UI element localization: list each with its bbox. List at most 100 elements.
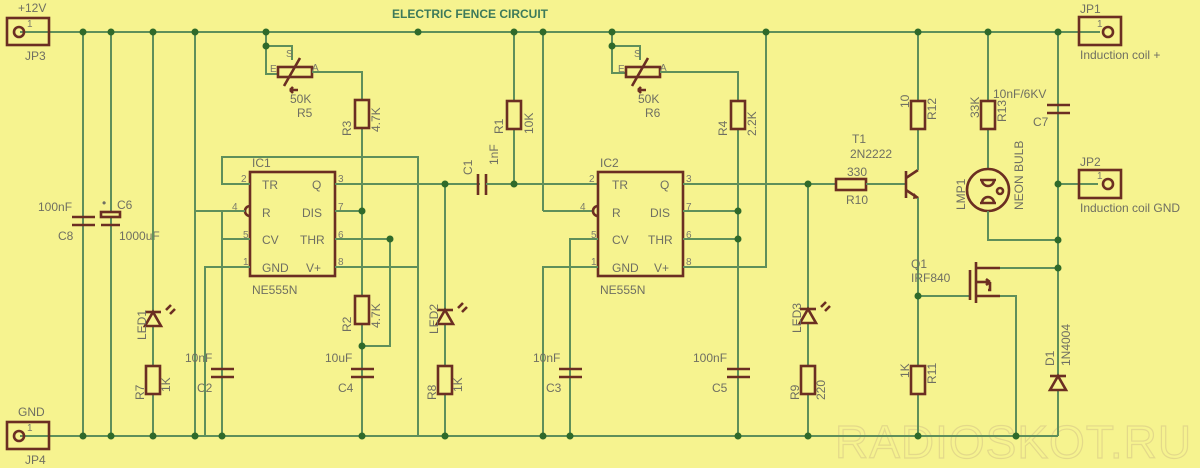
jp2-ref: JP2 bbox=[1080, 155, 1101, 169]
svg-text:10: 10 bbox=[898, 94, 912, 108]
svg-text:10K: 10K bbox=[522, 113, 536, 134]
resistor-r7: R7 1K bbox=[133, 364, 173, 400]
svg-text:1: 1 bbox=[591, 257, 597, 268]
svg-text:100nF: 100nF bbox=[693, 351, 727, 365]
svg-text:1nF: 1nF bbox=[487, 144, 501, 165]
capacitor-c1: C1 1nF bbox=[461, 144, 501, 195]
svg-text:1: 1 bbox=[27, 423, 33, 434]
transistor-t1: T1 2N2222 bbox=[850, 132, 919, 200]
svg-text:4: 4 bbox=[232, 202, 238, 213]
svg-text:•: • bbox=[102, 196, 106, 210]
capacitor-c6: • C6 1000uF bbox=[99, 196, 160, 243]
led-led3: LED3 bbox=[790, 301, 831, 333]
svg-text:50K: 50K bbox=[290, 92, 311, 106]
svg-text:R7: R7 bbox=[133, 384, 147, 400]
resistor-r8: R8 1K bbox=[425, 364, 465, 400]
svg-text:C1: C1 bbox=[461, 159, 475, 175]
jp1-ref: JP1 bbox=[1080, 2, 1101, 16]
led-led1: LED1 bbox=[135, 304, 176, 340]
capacitor-c4: 10uF C4 bbox=[325, 351, 374, 395]
connector-jp2[interactable]: 1 JP2 Induction coil GND bbox=[1077, 155, 1180, 215]
svg-text:2.2K: 2.2K bbox=[745, 111, 759, 136]
svg-text:8: 8 bbox=[686, 257, 692, 268]
resistor-r1: R1 10K bbox=[492, 99, 536, 134]
svg-text:1: 1 bbox=[1097, 171, 1103, 182]
svg-text:C3: C3 bbox=[546, 381, 562, 395]
svg-text:R: R bbox=[612, 206, 621, 220]
svg-text:220: 220 bbox=[814, 380, 828, 400]
svg-text:R3: R3 bbox=[340, 120, 354, 136]
svg-text:Q: Q bbox=[660, 178, 669, 192]
svg-text:A: A bbox=[660, 63, 667, 74]
jp1-label: Induction coil + bbox=[1080, 48, 1160, 62]
svg-text:1N4004: 1N4004 bbox=[1059, 324, 1073, 366]
neon-bulb-lmp1: LMP1 NEON BULB bbox=[954, 141, 1026, 213]
svg-text:R13: R13 bbox=[995, 100, 1009, 122]
svg-text:NEON BULB: NEON BULB bbox=[1012, 141, 1026, 210]
svg-text:10nF: 10nF bbox=[533, 351, 560, 365]
resistor-r2: R2 4.7K bbox=[340, 294, 383, 332]
connector-jp4[interactable]: GND 1 JP4 bbox=[5, 405, 51, 467]
svg-text:1: 1 bbox=[1097, 19, 1103, 30]
diagram-title: ELECTRIC FENCE CIRCUIT bbox=[392, 7, 549, 21]
svg-text:LED1: LED1 bbox=[135, 310, 149, 340]
svg-text:1K: 1K bbox=[898, 363, 912, 378]
svg-text:DIS: DIS bbox=[650, 206, 670, 220]
svg-text:1: 1 bbox=[27, 19, 33, 30]
svg-text:TR: TR bbox=[262, 178, 278, 192]
resistor-r4: R4 2.2K bbox=[716, 99, 759, 136]
svg-text:R4: R4 bbox=[716, 120, 730, 136]
svg-text:E: E bbox=[270, 64, 277, 75]
jp4-ref: JP4 bbox=[25, 453, 46, 467]
svg-text:2: 2 bbox=[241, 174, 247, 185]
svg-text:33K: 33K bbox=[968, 97, 982, 118]
svg-text:5: 5 bbox=[591, 230, 597, 241]
svg-text:10uF: 10uF bbox=[325, 351, 352, 365]
resistor-r13: 33K R13 bbox=[968, 97, 1009, 131]
jp3-label: +12V bbox=[18, 1, 46, 15]
svg-text:GND: GND bbox=[262, 261, 289, 275]
svg-text:R1: R1 bbox=[492, 118, 506, 134]
resistor-r12: 10 R12 bbox=[898, 94, 939, 131]
svg-text:7: 7 bbox=[338, 202, 344, 213]
resistor-r10: 330 R10 bbox=[834, 165, 868, 207]
capacitor-c8: 100nF C8 bbox=[38, 200, 95, 243]
svg-text:C5: C5 bbox=[712, 381, 728, 395]
jp4-label: GND bbox=[18, 405, 45, 419]
svg-text:THR: THR bbox=[300, 233, 325, 247]
svg-text:LMP1: LMP1 bbox=[954, 178, 968, 210]
led-led2: LED2 bbox=[427, 302, 468, 334]
ic2-ne555: IC2 NE555N TR R CV GND Q DIS THR V+ 2 4 … bbox=[580, 156, 692, 297]
svg-text:IRF840: IRF840 bbox=[911, 271, 951, 285]
svg-text:T1: T1 bbox=[852, 132, 866, 146]
jp2-label: Induction coil GND bbox=[1080, 201, 1180, 215]
svg-text:330: 330 bbox=[847, 165, 867, 179]
potentiometer-r5: E S A 50K R5 bbox=[270, 49, 319, 120]
svg-text:5: 5 bbox=[243, 230, 249, 241]
connector-jp1[interactable]: 1 JP1 Induction coil + bbox=[1077, 2, 1160, 62]
svg-text:4.7K: 4.7K bbox=[369, 303, 383, 328]
junctions bbox=[79, 28, 1062, 440]
watermark: RADIOSKOT.RU bbox=[835, 416, 1192, 468]
resistor-r3: R3 4.7K bbox=[340, 98, 383, 136]
svg-text:S: S bbox=[634, 49, 641, 60]
resistor-r11: 1K R11 bbox=[898, 363, 939, 396]
capacitor-c3: 10nF C3 bbox=[533, 351, 582, 395]
capacitor-c2: 10nF C2 bbox=[185, 351, 234, 395]
svg-text:LED3: LED3 bbox=[790, 303, 804, 333]
svg-text:6: 6 bbox=[686, 230, 692, 241]
svg-text:50K: 50K bbox=[638, 92, 659, 106]
svg-text:R10: R10 bbox=[846, 193, 868, 207]
svg-text:100nF: 100nF bbox=[38, 200, 72, 214]
svg-text:C7: C7 bbox=[1033, 115, 1049, 129]
jp3-ref: JP3 bbox=[25, 49, 46, 63]
svg-text:1000uF: 1000uF bbox=[119, 229, 160, 243]
svg-text:R12: R12 bbox=[925, 98, 939, 120]
svg-text:THR: THR bbox=[648, 233, 673, 247]
svg-text:Q: Q bbox=[312, 178, 321, 192]
connector-jp3[interactable]: +12V 1 JP3 bbox=[5, 1, 51, 63]
svg-text:D1: D1 bbox=[1043, 350, 1057, 366]
svg-text:1K: 1K bbox=[159, 377, 173, 392]
